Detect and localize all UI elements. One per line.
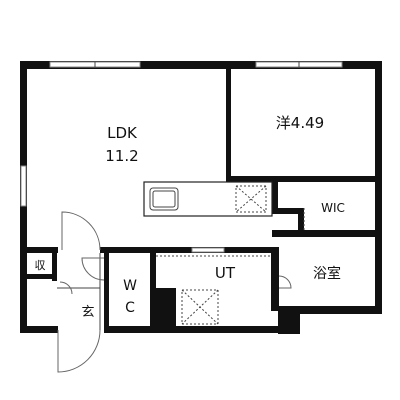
wall-bottom-wc — [104, 326, 154, 333]
wall-top — [20, 61, 382, 69]
label-wc-line2: C — [125, 300, 135, 316]
door-entrance-arc — [57, 329, 101, 373]
label-bath: 浴室 — [313, 265, 341, 282]
washer-space — [181, 289, 219, 325]
wall-left-upper — [20, 61, 27, 251]
wall-bottom-right — [278, 306, 382, 314]
kitchen-sink-inner — [152, 190, 176, 208]
kitchen — [143, 181, 273, 217]
label-ut: UT — [215, 264, 236, 282]
wall-kitchen-bottom — [272, 208, 304, 214]
wall-bath-ut — [271, 247, 279, 311]
doors — [57, 208, 305, 373]
window-left-ldk — [20, 165, 27, 207]
label-entrance: 玄 — [81, 305, 94, 320]
door-bath-arc — [278, 275, 292, 289]
interior-walls — [20, 67, 378, 334]
wall-bottom-middle — [150, 326, 285, 333]
wall-storage-bottom — [27, 274, 55, 279]
washer-pan — [181, 289, 219, 325]
label-wc-line1: W — [123, 278, 137, 294]
wall-left-lower — [20, 250, 27, 332]
wall-right — [375, 61, 382, 313]
door-storage-arc — [59, 281, 73, 295]
windows — [20, 61, 343, 207]
kitchen-sink — [149, 187, 179, 211]
window-ut-top — [191, 247, 225, 253]
wall-wic-left — [298, 208, 304, 236]
kitchen-counter — [143, 181, 273, 217]
label-ldk-size: 11.2 — [105, 147, 138, 165]
label-wic: WIC — [321, 201, 345, 215]
wall-bath-corner — [278, 306, 300, 334]
wall-storage-right — [52, 253, 57, 281]
door-ldk-arc — [61, 211, 101, 251]
wall-kitchen-back — [272, 176, 278, 214]
wall-western-bottom — [226, 176, 378, 182]
wall-ldk-western — [226, 67, 231, 179]
wall-wic-bottom — [272, 230, 378, 237]
label-western: 洋4.49 — [276, 114, 324, 132]
label-storage: 収 — [35, 259, 46, 272]
wall-ldk-bottom — [20, 247, 58, 253]
outer-walls — [20, 61, 382, 333]
door-wc-arc — [81, 257, 105, 281]
label-ldk-name: LDK — [107, 124, 138, 142]
wall-bottom-left — [20, 326, 58, 333]
wall-ldk-bottom-right — [100, 247, 278, 253]
wall-wc-left — [104, 253, 109, 329]
wall-wc-ut — [150, 253, 156, 329]
